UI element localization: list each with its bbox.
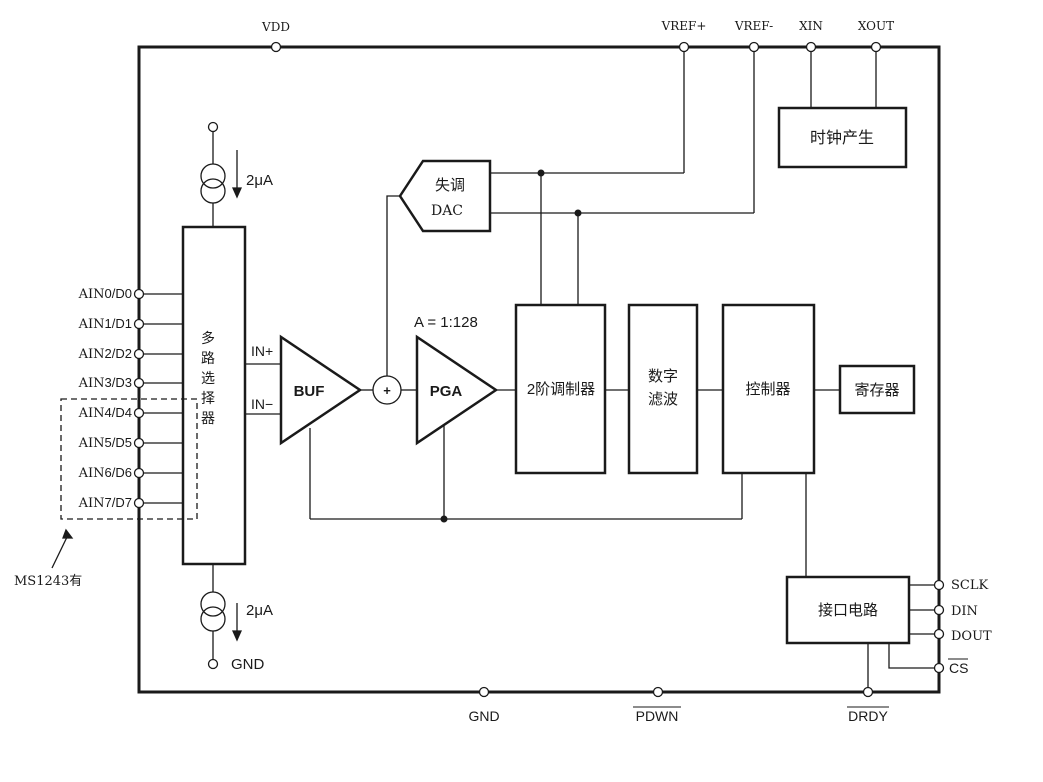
filter-label-1: 数字: [648, 368, 678, 385]
xout-pin: [870, 41, 882, 53]
mux-char-1: 多: [201, 330, 215, 346]
sclk-label: SCLK: [951, 578, 988, 593]
ain-label: AIN7/D7: [78, 495, 132, 511]
buffer-amplifier: [279, 334, 363, 446]
offset-dac-block: [398, 159, 492, 233]
vref-minus-pin: [748, 41, 760, 53]
vref-plus-pin: [678, 41, 690, 53]
vdd-label: VDD: [261, 20, 290, 34]
mux-char-5: 器: [201, 410, 215, 426]
xin-pin: [805, 41, 817, 53]
buf-label: BUF: [294, 383, 325, 400]
mux-char-3: 选: [201, 370, 215, 386]
ain-label: AIN4/D4: [78, 405, 132, 421]
inner-gnd-label: GND: [231, 656, 265, 673]
ms1243-dashed-box: [60, 398, 198, 520]
ain-label: AIN6/D6: [78, 465, 132, 481]
register-label: 寄存器: [854, 381, 899, 399]
multiplexer-block: [181, 225, 247, 566]
controller-block: [721, 303, 816, 475]
dout-label: DOUT: [951, 629, 992, 644]
din-pin: [933, 604, 945, 616]
vref-plus-label: VREF+: [661, 19, 707, 33]
drdy-label: DRDY: [848, 708, 888, 724]
mux-char-2: 路: [201, 350, 215, 366]
cs-pin: [933, 662, 945, 674]
gnd-label: GND: [468, 708, 499, 724]
current-source-bottom-label: 2μA: [246, 602, 273, 619]
drdy-pin: [862, 686, 874, 698]
clock-label: 时钟产生: [810, 129, 874, 147]
modulator-block: [514, 303, 607, 475]
in-minus-label: IN−: [251, 396, 273, 412]
cs-label: CS: [949, 660, 968, 676]
modulator-label: 2阶调制器: [527, 381, 595, 398]
xin-label: XIN: [799, 19, 823, 33]
digital-filter-block: [627, 303, 699, 475]
din-label: DIN: [951, 604, 978, 619]
controller-label: 控制器: [745, 381, 790, 398]
ain-label: AIN3/D3: [78, 375, 132, 391]
summer-label: +: [383, 383, 391, 398]
chip-outline: [137, 45, 941, 694]
in-plus-label: IN+: [251, 343, 273, 359]
vref-minus-label: VREF-: [734, 19, 773, 33]
pdwn-label: PDWN: [636, 708, 679, 724]
ain-label: AIN5/D5: [78, 435, 132, 451]
pga-gain-label: A = 1:128: [414, 314, 478, 331]
ain-label: AIN0/D0: [78, 286, 132, 302]
pdwn-pin: [652, 686, 664, 698]
gnd-pin: [478, 686, 490, 698]
sclk-pin: [933, 579, 945, 591]
offset-dac-label-1: 失调: [435, 177, 465, 194]
pga-label: PGA: [430, 383, 463, 400]
xout-label: XOUT: [858, 19, 894, 33]
filter-label-2: 滤波: [648, 391, 678, 408]
pga-amplifier: [415, 334, 499, 446]
interface-label: 接口电路: [818, 602, 878, 619]
vdd-pin: [270, 41, 282, 53]
dout-pin: [933, 628, 945, 640]
ain-label: AIN1/D1: [78, 316, 132, 332]
register-block: [838, 364, 916, 415]
ms1243-note: MS1243有: [14, 574, 82, 589]
offset-dac-label-2: DAC: [431, 203, 463, 219]
clock-generator-block: [777, 106, 908, 169]
current-source-top-label: 2μA: [246, 172, 273, 189]
ain-label: AIN2/D2: [78, 346, 132, 362]
mux-char-4: 择: [201, 390, 215, 406]
